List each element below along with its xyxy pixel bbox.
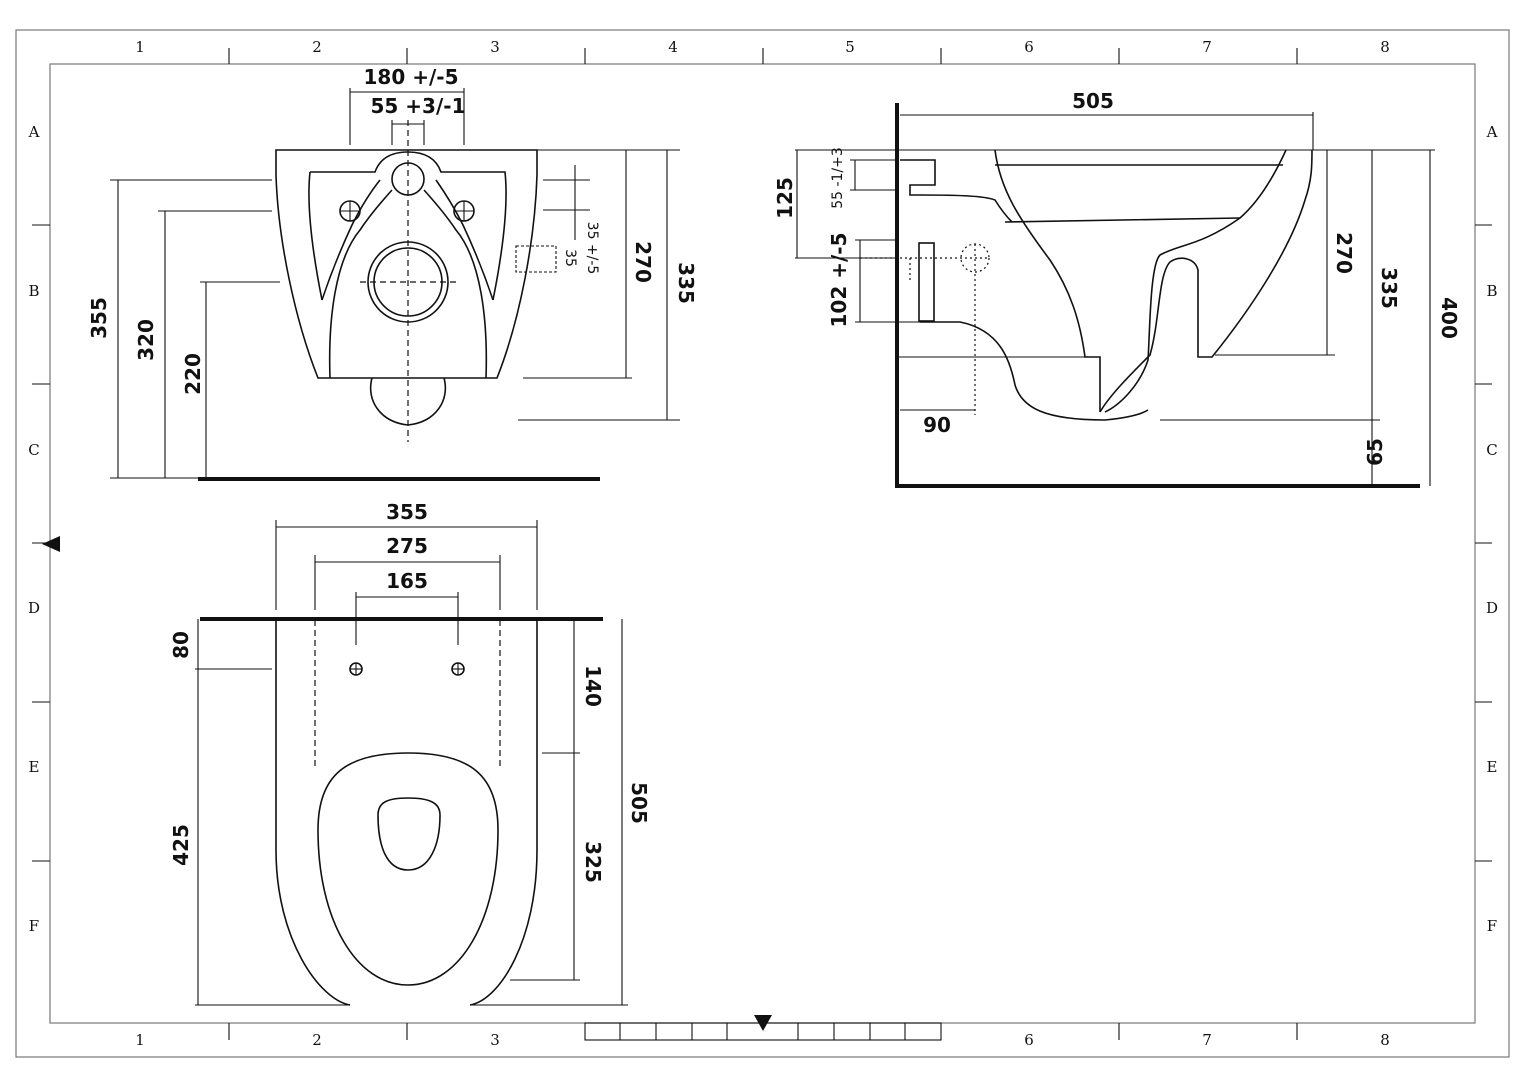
dim-height-335: 335 — [674, 262, 698, 304]
col-label-top: 1 — [135, 38, 145, 56]
grid-labels: 1 2 3 4 5 6 7 8 1 2 3 6 7 8 A B C D E F … — [28, 38, 1498, 1049]
row-label-right: F — [1487, 917, 1497, 935]
dim-side-400: 400 — [1437, 297, 1461, 339]
top-view: 355 275 165 80 425 140 325 505 — [169, 500, 651, 1006]
col-label-top: 8 — [1380, 38, 1390, 56]
col-label-top: 3 — [490, 38, 500, 56]
dim-325: 325 — [581, 841, 605, 883]
dim-depth-505: 505 — [1072, 89, 1114, 113]
dim-side-65: 65 — [1363, 438, 1387, 466]
seat-opening — [377, 797, 441, 871]
row-label-right: A — [1486, 123, 1498, 141]
top-view-outline — [275, 619, 351, 1006]
col-label-bottom: 7 — [1202, 1031, 1212, 1049]
side-view-body — [994, 149, 1101, 412]
dim-90: 90 — [923, 413, 951, 437]
dim-505: 505 — [627, 782, 651, 824]
left-center-arrow — [42, 536, 60, 552]
dim-width-165: 165 — [386, 569, 428, 593]
row-label-right: D — [1486, 599, 1498, 617]
dim-inlet-offset: 55 +3/-1 — [371, 94, 466, 118]
outer-frame — [15, 29, 1510, 1058]
col-label-bottom: 1 — [135, 1031, 145, 1049]
col-label-bottom: 3 — [490, 1031, 500, 1049]
dim-height-320: 320 — [134, 319, 158, 361]
toilet-seat — [317, 752, 499, 986]
col-label-bottom: 6 — [1024, 1031, 1034, 1049]
dim-side-270: 270 — [1332, 232, 1356, 274]
col-label-bottom: 8 — [1380, 1031, 1390, 1049]
row-label-right: C — [1486, 441, 1497, 459]
col-label-top: 4 — [668, 38, 678, 56]
inner-frame — [49, 63, 1476, 1024]
row-label-right: E — [1487, 758, 1498, 776]
side-view: 505 125 55 -1/+3 102 +/-5 90 270 335 65 … — [773, 89, 1461, 488]
row-label-left: B — [28, 282, 39, 300]
row-label-left: A — [28, 123, 40, 141]
col-label-top: 7 — [1202, 38, 1212, 56]
col-label-bottom: 2 — [312, 1031, 322, 1049]
side-outlet — [918, 242, 935, 322]
dim-125: 125 — [773, 177, 797, 219]
dim-side-small: 35 — [562, 249, 578, 267]
dim-height-220: 220 — [181, 353, 205, 395]
dim-side-335: 335 — [1377, 267, 1401, 309]
bottom-center-arrow — [754, 1015, 772, 1031]
front-view: 180 +/-5 55 +3/-1 35 +/-5 35 270 335 355… — [87, 65, 698, 481]
dim-140: 140 — [581, 665, 605, 707]
dim-height-355: 355 — [87, 297, 111, 339]
row-label-left: C — [28, 441, 39, 459]
dim-bracket-spacing: 180 +/-5 — [364, 65, 459, 89]
dim-425: 425 — [169, 824, 193, 866]
dim-width-355: 355 — [386, 500, 428, 524]
dim-width-275: 275 — [386, 534, 428, 558]
col-label-top: 5 — [845, 38, 855, 56]
dim-55: 55 -1/+3 — [830, 147, 846, 209]
row-label-left: D — [28, 599, 40, 617]
dim-80: 80 — [169, 631, 193, 659]
dim-height-270: 270 — [631, 241, 655, 283]
row-label-left: E — [29, 758, 40, 776]
col-label-top: 6 — [1024, 38, 1034, 56]
dim-side-offset: 35 +/-5 — [584, 222, 600, 275]
grid-ticks — [32, 48, 1492, 1040]
front-view-outline — [275, 149, 538, 379]
col-label-top: 2 — [312, 38, 322, 56]
row-label-right: B — [1486, 282, 1497, 300]
row-label-left: F — [29, 917, 39, 935]
dim-102: 102 +/-5 — [827, 233, 851, 328]
